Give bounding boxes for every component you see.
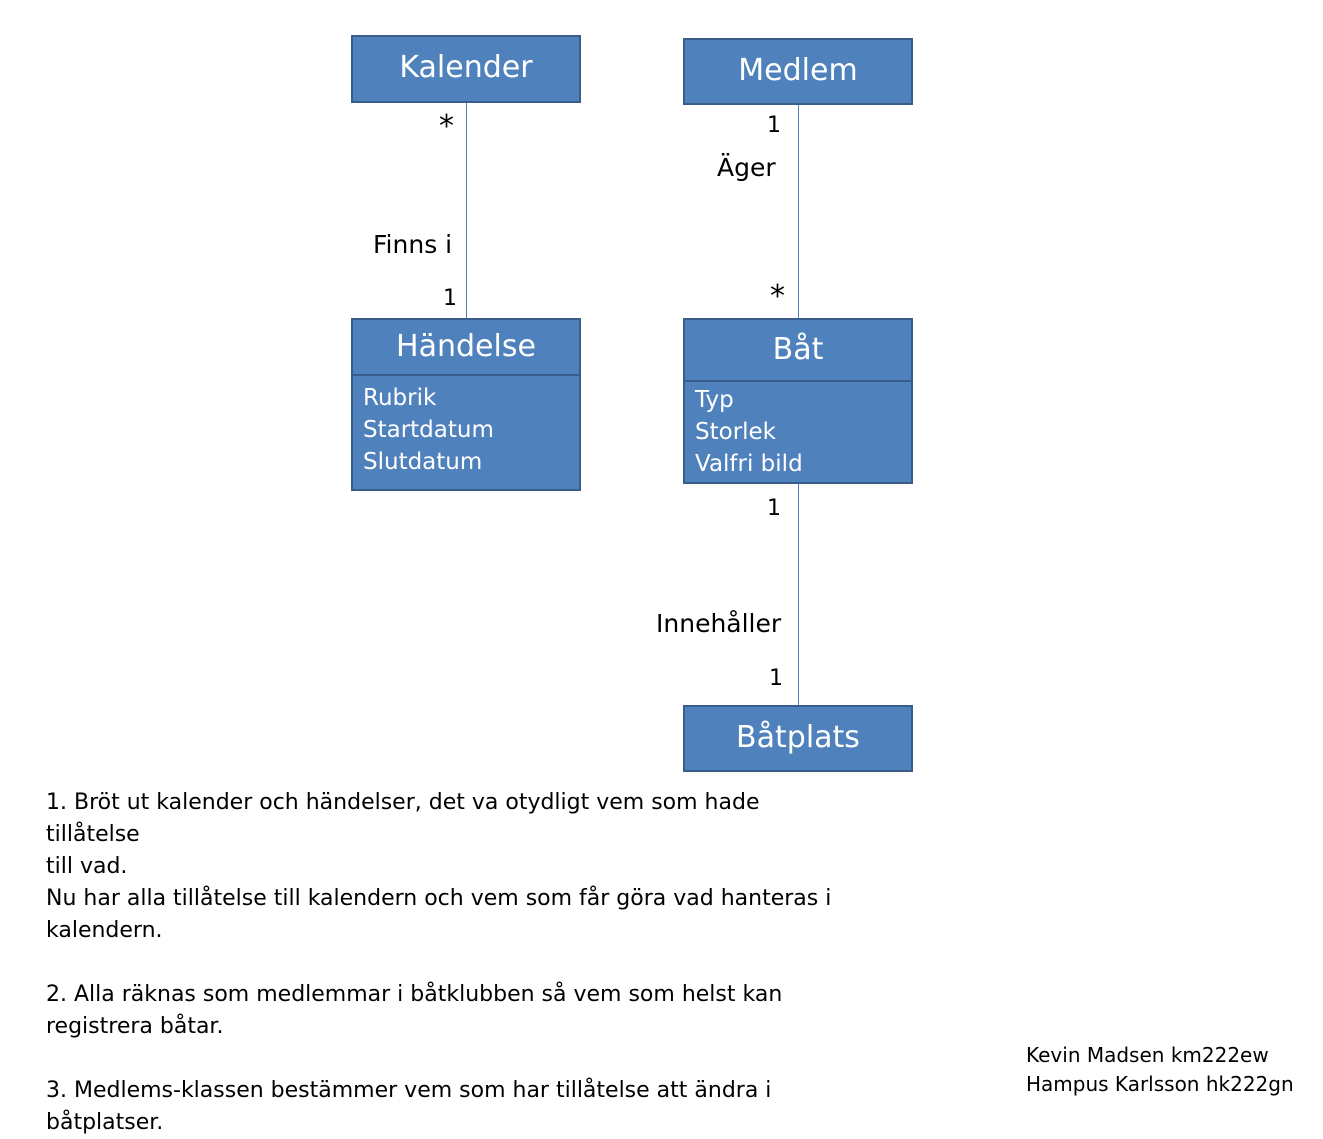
authors: Kevin Madsen km222ew Hampus Karlsson hk2… bbox=[1026, 1041, 1294, 1099]
class-handelse: Händelse Rubrik Startdatum Slutdatum bbox=[351, 318, 581, 491]
multiplicity-bat-owner: * bbox=[770, 279, 785, 314]
multiplicity-bat: 1 bbox=[767, 496, 781, 521]
multiplicity-medlem: 1 bbox=[767, 113, 781, 138]
association-label-innehaller: Innehåller bbox=[656, 609, 782, 638]
author-line: Hampus Karlsson hk222gn bbox=[1026, 1072, 1294, 1096]
note-2-line-1: 2. Alla räknas som medlemmar i båtklubbe… bbox=[46, 982, 783, 1007]
note-spacer bbox=[46, 947, 846, 979]
connector-kalender-handelse bbox=[466, 103, 467, 318]
note-1-line-3: Nu har alla tillåtelse till kalendern oc… bbox=[46, 886, 832, 911]
association-label-finns-i: Finns i bbox=[373, 230, 453, 259]
class-bat-name: Båt bbox=[685, 320, 911, 382]
connector-bat-batplats bbox=[798, 484, 799, 705]
attribute-typ: Typ bbox=[695, 387, 734, 413]
note-1-line-1: 1. Bröt ut kalender och händelser, det v… bbox=[46, 790, 760, 847]
class-handelse-name: Händelse bbox=[353, 320, 579, 376]
class-kalender-name: Kalender bbox=[399, 50, 533, 85]
attribute-startdatum: Startdatum bbox=[363, 417, 494, 443]
author-line: Kevin Madsen km222ew bbox=[1026, 1043, 1269, 1067]
class-kalender: Kalender bbox=[351, 35, 581, 103]
note-3-line-2: båtplatser. bbox=[46, 1110, 164, 1135]
multiplicity-handelse: 1 bbox=[443, 286, 457, 311]
note-1-line-2: till vad. bbox=[46, 854, 128, 879]
connector-medlem-bat bbox=[798, 105, 799, 318]
attribute-storlek: Storlek bbox=[695, 419, 777, 445]
multiplicity-batplats: 1 bbox=[769, 666, 783, 691]
notes-text: 1. Bröt ut kalender och händelser, det v… bbox=[46, 787, 846, 1139]
class-medlem-name: Medlem bbox=[738, 53, 858, 88]
note-spacer bbox=[46, 1043, 846, 1075]
class-batplats-name: Båtplats bbox=[736, 720, 860, 755]
class-bat: Båt Typ Storlek Valfri bild bbox=[683, 318, 913, 484]
note-1-line-4: kalendern. bbox=[46, 918, 163, 943]
class-batplats: Båtplats bbox=[683, 705, 913, 772]
note-3-line-1: 3. Medlems-klassen bestämmer vem som har… bbox=[46, 1078, 772, 1103]
attribute-rubrik: Rubrik bbox=[363, 385, 437, 411]
class-medlem: Medlem bbox=[683, 38, 913, 105]
association-label-ager: Äger bbox=[717, 153, 776, 182]
class-bat-attributes: Typ Storlek Valfri bild bbox=[685, 382, 911, 480]
multiplicity-kalender: * bbox=[439, 109, 454, 144]
note-2-line-2: registrera båtar. bbox=[46, 1014, 224, 1039]
attribute-valfri-bild: Valfri bild bbox=[695, 451, 803, 477]
class-handelse-attributes: Rubrik Startdatum Slutdatum bbox=[353, 376, 579, 478]
attribute-slutdatum: Slutdatum bbox=[363, 449, 483, 475]
